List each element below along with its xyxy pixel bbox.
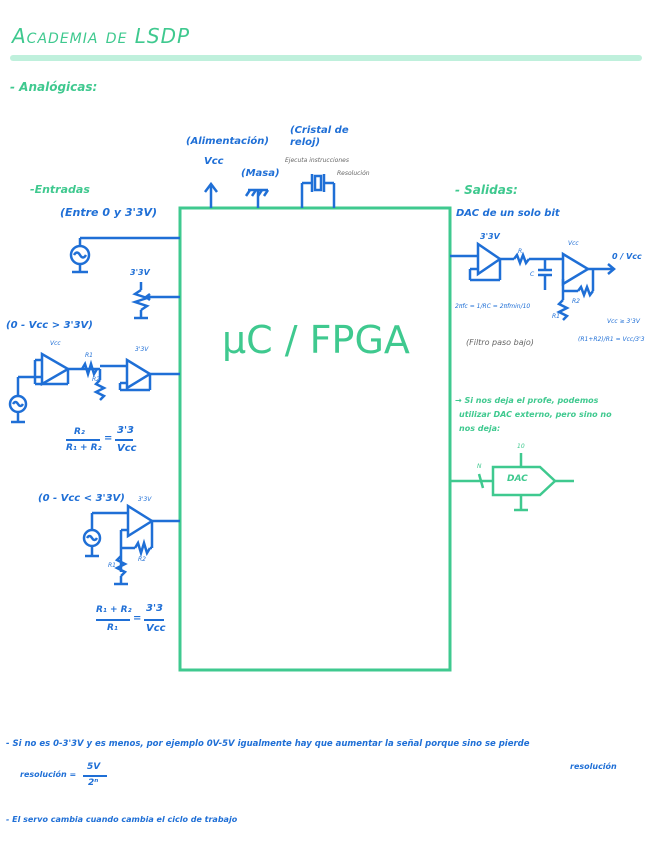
- opamp1-vcc: Vcc: [50, 340, 61, 347]
- ground-icon: [244, 188, 270, 208]
- page-title: Academia de LSDP: [12, 24, 191, 48]
- dac-gain-condition: Vcc ≥ 3'3V: [607, 318, 640, 325]
- dac-gain-ratio: (R1+R2)/R1 = Vcc/3'3: [578, 336, 645, 343]
- dac-cutoff-formula: 2πfc = 1/RC = 2πfmin/10: [455, 303, 531, 310]
- input-source-3: [82, 503, 180, 586]
- bus-n-label: N: [477, 463, 482, 470]
- inputs-heading: -Entradas: [30, 183, 90, 196]
- dac-r1-label: R1: [552, 313, 560, 320]
- dac-supply: 3'3V: [480, 232, 500, 241]
- formula-2-eq: =: [133, 613, 142, 624]
- r2-label: R2: [92, 376, 100, 383]
- outputs-heading: - Salidas:: [455, 183, 518, 197]
- mcu-fpga-label: μC / FPGA: [222, 318, 410, 362]
- dac-c-label: C: [530, 271, 535, 278]
- external-dac-note-2: utilizar DAC externo, pero sino no: [459, 410, 612, 419]
- ground-label: (Masa): [241, 168, 280, 179]
- dac-title: DAC de un solo bit: [456, 208, 560, 219]
- crystal-icon: [300, 174, 336, 208]
- r1-label-3: R1: [108, 562, 116, 569]
- mcu-fpga-box: [178, 206, 452, 672]
- resolution-divider: [83, 775, 107, 777]
- formula-2-rnum: 3'3: [146, 603, 163, 614]
- formula-1-rden: Vcc: [117, 443, 137, 454]
- section-heading: - Analógicas:: [10, 80, 98, 94]
- input-source-1: [69, 236, 180, 274]
- formula-1-den: R₁ + R₂: [66, 443, 102, 453]
- dac-vcc: Vcc: [568, 240, 579, 247]
- formula-1-eq: =: [104, 433, 113, 444]
- opamp2-supply: 3'3V: [135, 346, 149, 353]
- power-arrow-icon: [204, 181, 218, 208]
- formula-1-rnum: 3'3: [117, 425, 134, 436]
- crystal-note-instructions: Ejecuta instrucciones: [285, 157, 349, 164]
- dac-output-label: 0 / Vcc: [612, 252, 642, 261]
- external-dac-label: DAC: [507, 474, 528, 484]
- r1-label: R1: [85, 352, 93, 359]
- resolution-den: 2ⁿ: [88, 778, 99, 788]
- resolution-label: resolución =: [20, 770, 77, 779]
- formula-2-den: R₁: [107, 623, 118, 633]
- formula-2-num: R₁ + R₂: [96, 605, 132, 615]
- note-line-1: - Si no es 0-3'3V y es menos, por ejempl…: [6, 739, 530, 749]
- formula-2-rden: Vcc: [146, 623, 166, 634]
- potentiometer-icon: [131, 282, 180, 320]
- filter-note: (Filtro paso bajo): [466, 338, 534, 347]
- external-dac-note-3: nos deja:: [459, 424, 501, 433]
- opamp3-supply: 3'3V: [138, 496, 152, 503]
- power-label: (Alimentación): [186, 136, 269, 147]
- output-dac-circuit: [450, 241, 616, 321]
- crystal-note-resolution: Resolución: [337, 170, 370, 177]
- title-underline: [10, 55, 642, 61]
- case-high-label: (0 - Vcc > 3'3V): [6, 320, 93, 331]
- note-line-3: - El servo cambia cuando cambia el ciclo…: [6, 815, 238, 824]
- dac-r2-label: R2: [572, 298, 580, 305]
- external-dac-icon: [450, 453, 574, 512]
- resolution-num: 5V: [87, 762, 101, 772]
- crystal-label: (Cristal de reloj): [290, 125, 349, 148]
- external-dac-note-1: → Si nos deja el profe, podemos: [455, 396, 599, 405]
- case-low-label: (0 - Vcc < 3'3V): [38, 493, 125, 504]
- input-source-2: [8, 351, 180, 424]
- pot-supply-label: 3'3V: [130, 268, 150, 277]
- power-vcc-label: Vcc: [204, 156, 224, 167]
- formula-1-num: R₂: [74, 427, 85, 437]
- r2-label-3: R2: [138, 556, 146, 563]
- note-line-1-cont: resolución: [570, 762, 617, 771]
- dac-r-label: R: [518, 248, 523, 255]
- inputs-range-note: (Entre 0 y 3'3V): [60, 206, 158, 219]
- bus-10-label: 10: [517, 443, 525, 450]
